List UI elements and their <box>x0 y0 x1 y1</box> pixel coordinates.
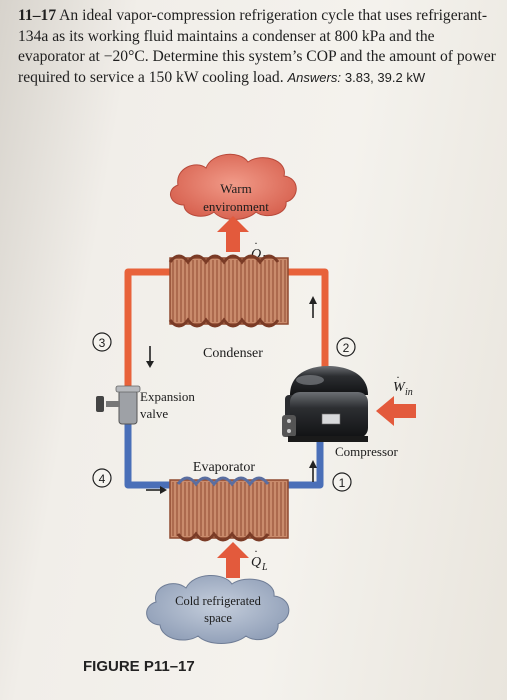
expansion-label-line1: Expansion <box>140 389 195 404</box>
state-3: 3 <box>99 336 106 350</box>
problem-statement: 11–17 An ideal vapor-compression refrige… <box>18 6 498 88</box>
qh-dot: · <box>254 236 258 250</box>
warm-environment-cloud: Warm environment <box>169 153 297 220</box>
warm-label-line1: Warm <box>220 181 251 196</box>
ql-symbol: Q <box>251 555 261 570</box>
cold-space-cloud: Cold refrigerated space <box>146 575 290 644</box>
win-symbol: W <box>393 380 406 395</box>
evaporator-coil <box>169 476 289 542</box>
condenser-coil <box>168 254 289 328</box>
refrigerant-pipes <box>124 268 329 489</box>
warm-label-line2: environment <box>203 199 269 214</box>
win-dot: · <box>396 370 400 384</box>
expansion-label-line2: valve <box>140 406 168 421</box>
flow-arrows <box>146 296 317 494</box>
expansion-valve <box>96 385 141 425</box>
ql-subscript: L <box>261 562 268 573</box>
win-subscript: in <box>405 387 413 398</box>
ql-dot: · <box>254 544 258 558</box>
cold-label-line1: Cold refrigerated <box>175 594 261 608</box>
ql-heat-arrow: Q L · <box>217 542 268 578</box>
state-1: 1 <box>339 476 346 490</box>
qh-symbol: Q <box>251 247 261 262</box>
state-markers: 3 2 4 1 <box>92 332 356 492</box>
cold-label-line2: space <box>204 611 232 625</box>
compressor-unit <box>282 366 368 442</box>
figure-caption: FIGURE P11–17 <box>83 658 195 675</box>
answers-value: 3.83, 39.2 kW <box>344 69 426 85</box>
compressor-label: Compressor <box>335 444 399 459</box>
work-input-arrow: W in · <box>376 370 416 426</box>
problem-number: 11–17 <box>18 7 57 24</box>
state-2: 2 <box>343 341 350 355</box>
answers-label: Answers: <box>287 69 341 85</box>
problem-text: An ideal vapor-compression refrigeration… <box>18 7 496 86</box>
state-4: 4 <box>99 472 106 486</box>
evaporator-label: Evaporator <box>193 460 256 475</box>
condenser-label: Condenser <box>203 346 263 361</box>
